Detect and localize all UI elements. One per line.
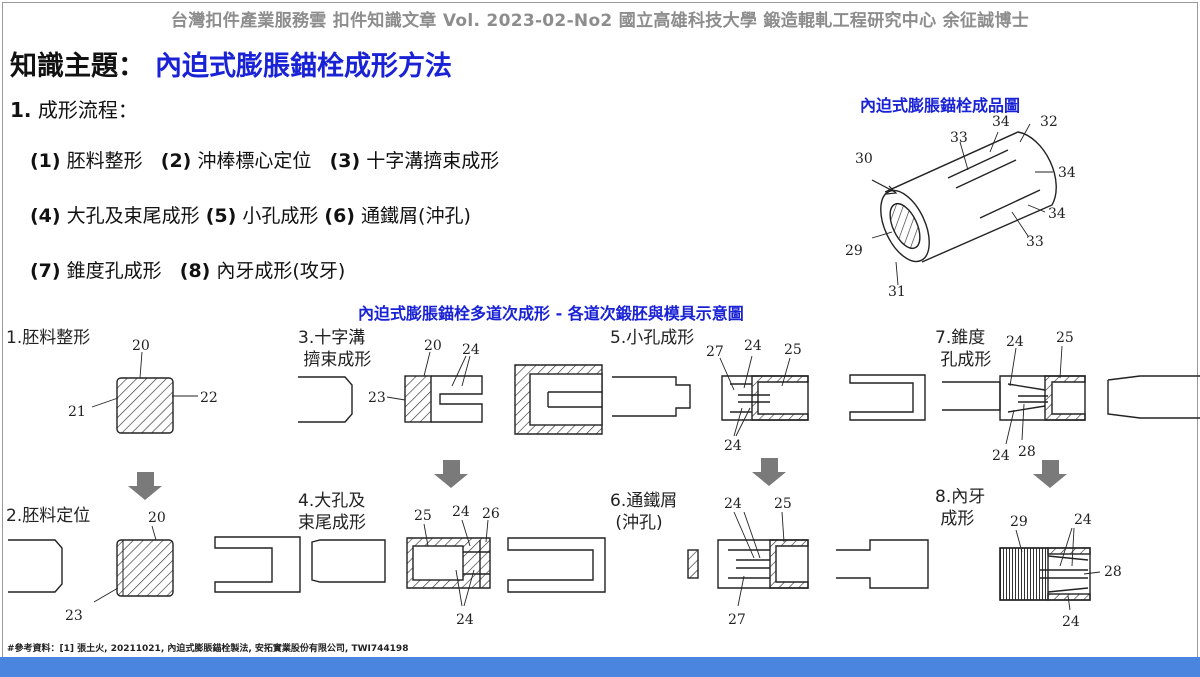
header-banner: 台灣扣件產業服務雲 扣件知識文章 Vol. 2023-02-No2 國立高雄科技… (170, 11, 1030, 31)
step-name: 胚料整形 (66, 150, 143, 172)
anchor-product-drawing (871, 131, 1057, 263)
footer-bar (0, 657, 1200, 677)
down-arrow-icon (128, 472, 162, 500)
stage-1-label: 20 (132, 338, 150, 354)
step-number: (6) (324, 205, 355, 227)
product-label: 33 (1026, 234, 1044, 250)
step-name: 小孔成形 (242, 205, 319, 227)
stage-1-drawing (91, 351, 198, 434)
step-name: 錐度孔成形 (66, 260, 162, 282)
stage-4-label: 26 (482, 506, 500, 522)
product-label: 29 (845, 243, 863, 259)
stage-2-label: 20 (148, 510, 166, 526)
stage-1-title: 1.胚料整形 (6, 328, 91, 348)
stage-7-label: 24 (1006, 334, 1024, 350)
stage-5-label: 27 (706, 344, 724, 360)
stage-7-label: 25 (1056, 330, 1074, 346)
step-number: (2) (160, 150, 192, 172)
down-arrow-icon (434, 460, 468, 488)
step-number: (1) (30, 150, 61, 172)
reference-note: #參考資料：[1] 張土火, 20211021, 內迫式膨脹錨栓製法, 安拓實業… (7, 644, 409, 654)
step-line-1: (1) 胚料整形 (2) 沖棒標心定位 (3) 十字溝擠束成形 (30, 146, 499, 173)
stage-4-drawing (311, 519, 606, 607)
stage-2-title: 2.胚料定位 (6, 506, 91, 526)
stage-8-label: 24 (1062, 614, 1080, 630)
product-label: 34 (1048, 206, 1066, 222)
stage-4-title: 4.大孔及 束尾成形 (298, 491, 366, 533)
product-label: 33 (950, 130, 968, 146)
step-number: (3) (329, 150, 361, 172)
stage-3-drawing (298, 351, 691, 435)
stage-5-label: 24 (744, 338, 762, 354)
section-number: 1. (10, 98, 32, 122)
stage-8-label: 29 (1010, 514, 1028, 530)
stage-1-label: 21 (68, 404, 86, 420)
stage-3-title: 3.十字溝 擠束成形 (298, 328, 372, 370)
product-figure-caption: 內迫式膨脹錨栓成品圖 (860, 96, 1021, 115)
stage-6-label: 24 (724, 496, 742, 512)
stage-7-title: 7.錐度 孔成形 (935, 328, 992, 370)
stage-6-label: 25 (774, 496, 792, 512)
stage-6-title: 6.通鐵屑 (沖孔) (610, 491, 678, 533)
stage-4-label: 25 (414, 508, 432, 524)
stage-5-drawing (719, 355, 1001, 437)
stage-2-label: 23 (65, 608, 83, 624)
step-line-2: (4) 大孔及束尾成形 (5) 小孔成形 (6) 通鐵屑(沖孔) (30, 201, 471, 228)
step-name: 內牙成形(攻牙) (216, 260, 346, 282)
product-label: 32 (1040, 114, 1058, 130)
step-number: (4) (30, 205, 61, 227)
step-name: 大孔及束尾成形 (66, 205, 200, 227)
stage-8-label: 28 (1104, 564, 1122, 580)
stage-1-label: 22 (200, 390, 218, 406)
stage-5-label: 25 (784, 342, 802, 358)
section-heading: 1. 成形流程： (10, 94, 138, 123)
title-topic: 內迫式膨脹錨栓成形方法 (155, 51, 452, 82)
step-number: (7) (30, 260, 61, 282)
stage-4-label: 24 (456, 612, 474, 628)
product-label: 31 (888, 284, 906, 300)
stage-8-title: 8.內牙 成形 (935, 487, 986, 529)
step-name: 沖棒標心定位 (197, 150, 312, 172)
product-label: 30 (855, 151, 873, 167)
product-label: 34 (1058, 165, 1076, 181)
section-title: 成形流程： (37, 98, 138, 122)
stage-7-drawing (999, 345, 1200, 445)
product-label: 34 (992, 114, 1010, 130)
step-number: (8) (179, 260, 211, 282)
stage-2-drawing (8, 525, 301, 603)
step-name: 通鐵屑(沖孔) (361, 205, 471, 227)
product-callouts (871, 123, 1053, 286)
step-number: (5) (205, 205, 237, 227)
step-line-3: (7) 錐度孔成形 (8) 內牙成形(攻牙) (30, 256, 345, 283)
stage-4-label: 24 (452, 504, 470, 520)
stage-8-drawing (999, 527, 1101, 611)
stage-7-label: 28 (1018, 444, 1036, 460)
page-title: 知識主題： 內迫式膨脹錨栓成形方法 (10, 44, 452, 83)
stage-5-label: 24 (724, 438, 742, 454)
stage-3-label: 23 (368, 390, 386, 406)
title-label: 知識主題： (10, 51, 145, 82)
process-figure-caption: 內迫式膨脹錨栓多道次成形 - 各道次鍛胚與模具示意圖 (358, 304, 744, 323)
stage-7-label: 24 (992, 448, 1010, 464)
stage-5-title: 5.小孔成形 (610, 328, 695, 348)
stage-6-label: 27 (728, 612, 746, 628)
stage-8-label: 24 (1074, 512, 1092, 528)
stage-6-drawing (687, 511, 929, 607)
stage-3-label: 20 (424, 338, 442, 354)
down-arrow-icon (1033, 460, 1067, 488)
down-arrow-icon (752, 458, 786, 486)
step-name: 十字溝擠束成形 (366, 150, 500, 172)
stage-3-label: 24 (462, 342, 480, 358)
